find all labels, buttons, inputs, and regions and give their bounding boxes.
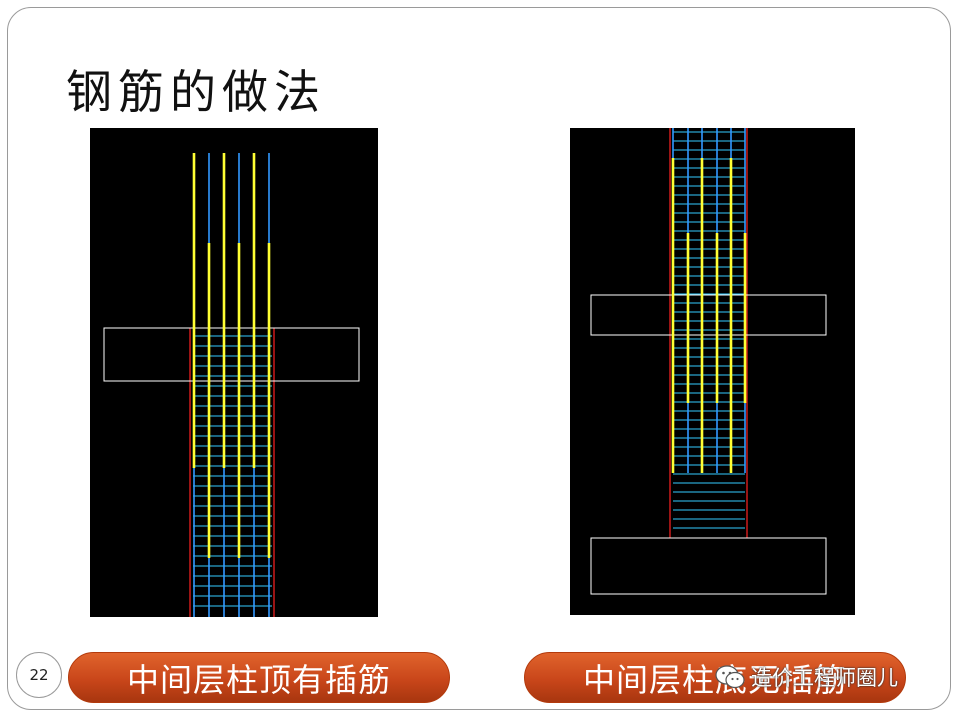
- watermark: 造价工程师圈儿: [715, 662, 898, 692]
- slide-title: 钢筋的做法: [66, 65, 326, 119]
- beam-outline: [103, 327, 360, 382]
- caption-left: 中间层柱顶有插筋: [68, 652, 450, 703]
- page-number-badge: 22: [16, 652, 62, 698]
- watermark-text: 造价工程师圈儿: [751, 666, 898, 690]
- rebar-diagram-with-dowels: [90, 128, 378, 617]
- beam-outline: [590, 294, 827, 336]
- caption-right: 中间层柱底无插筋: [524, 652, 906, 703]
- rebar-diagram-left-svg: [103, 153, 360, 617]
- wechat-icon: [715, 665, 745, 689]
- rebar-diagram-without-dowels: [570, 128, 855, 615]
- rebar-diagram-right-svg: [590, 128, 827, 595]
- beam-outline: [590, 537, 827, 595]
